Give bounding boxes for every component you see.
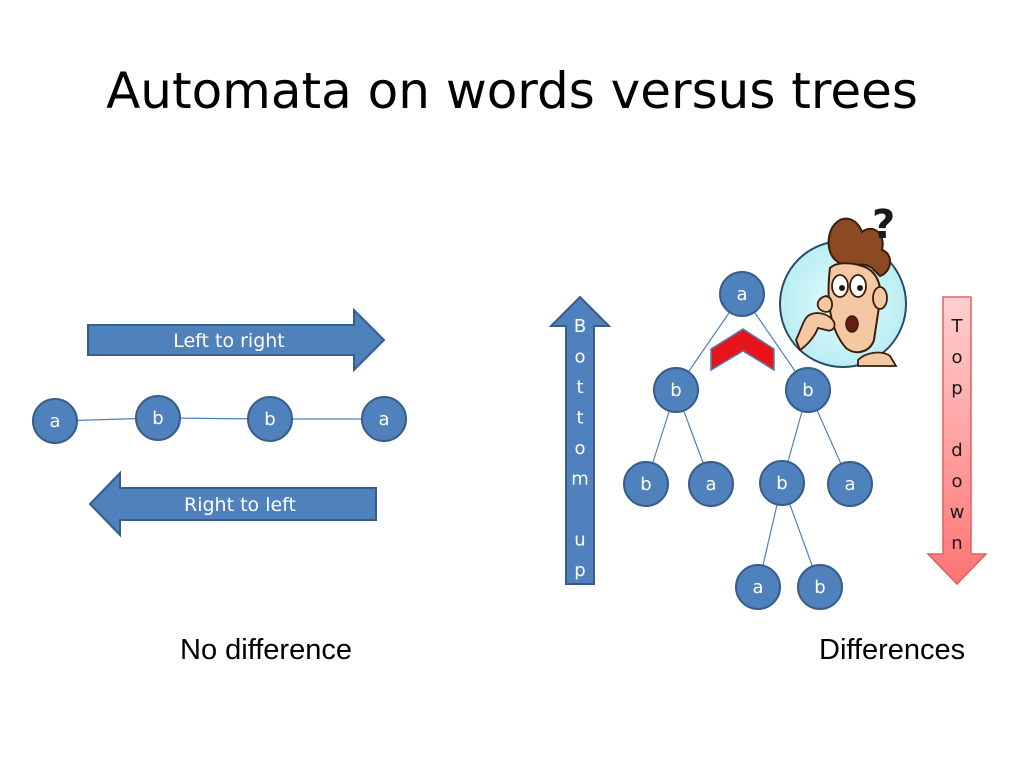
tree-node-l: b (653, 367, 699, 413)
word-node-2: b (135, 395, 181, 441)
tree-node-rl: b (759, 460, 805, 506)
word-node-label: b (152, 408, 163, 429)
left-to-right-label: Left to right (173, 330, 285, 352)
tree-node-rr: a (827, 461, 873, 507)
tree-node-rlr: b (797, 564, 843, 610)
bottom-up-letter: o (574, 438, 585, 459)
top-down-letter: o (951, 471, 962, 492)
bottom-up-letter: o (574, 347, 585, 368)
tree-node-label: b (814, 577, 825, 598)
slide-title: Automata on words versus trees (106, 62, 918, 120)
red-chevron-up-icon (710, 328, 775, 372)
tree-node-label: b (802, 380, 813, 401)
no-difference-caption: No difference (180, 634, 352, 666)
left-to-right-arrow: Left to right (87, 307, 386, 373)
word-node-label: a (49, 411, 60, 432)
tree-node-lr: a (688, 461, 734, 507)
tree-node-r: b (785, 367, 831, 413)
tree-node-label: a (844, 474, 855, 495)
top-down-letter: T (951, 316, 964, 337)
word-node-label: b (264, 409, 275, 430)
bottom-up-letter: u (574, 530, 585, 551)
tree-node-label: b (670, 380, 681, 401)
word-node-3: b (247, 396, 293, 442)
tree-node-label: b (776, 473, 787, 494)
tree-node-label: a (736, 284, 747, 305)
bottom-up-letter: m (571, 469, 589, 490)
bottom-up-letter: B (574, 316, 586, 337)
word-node-1: a (32, 398, 78, 444)
tree-node-rll: a (735, 564, 781, 610)
top-down-letter: w (950, 502, 965, 523)
bottom-up-letter: t (576, 408, 583, 429)
bottom-up-letter: t (576, 377, 583, 398)
differences-caption: Differences (819, 634, 966, 666)
puzzled-person-icon: ? (779, 202, 907, 368)
right-to-left-label: Right to left (184, 494, 296, 516)
bottom-up-letter: p (574, 560, 585, 581)
question-mark-icon: ? (872, 202, 895, 248)
tree-node-label: a (705, 474, 716, 495)
top-down-letter: n (951, 533, 962, 554)
word-edges (54, 417, 384, 422)
word-node-4: a (361, 396, 407, 442)
top-down-letter: d (951, 440, 962, 461)
tree-node-label: b (640, 474, 651, 495)
top-down-letter: p (951, 378, 962, 399)
word-node-label: a (378, 409, 389, 430)
top-down-letter: o (951, 347, 962, 368)
right-to-left-arrow: Right to left (88, 470, 377, 538)
tree-node-ll: b (623, 461, 669, 507)
tree-node-root: a (719, 271, 765, 317)
tree-node-label: a (752, 577, 763, 598)
